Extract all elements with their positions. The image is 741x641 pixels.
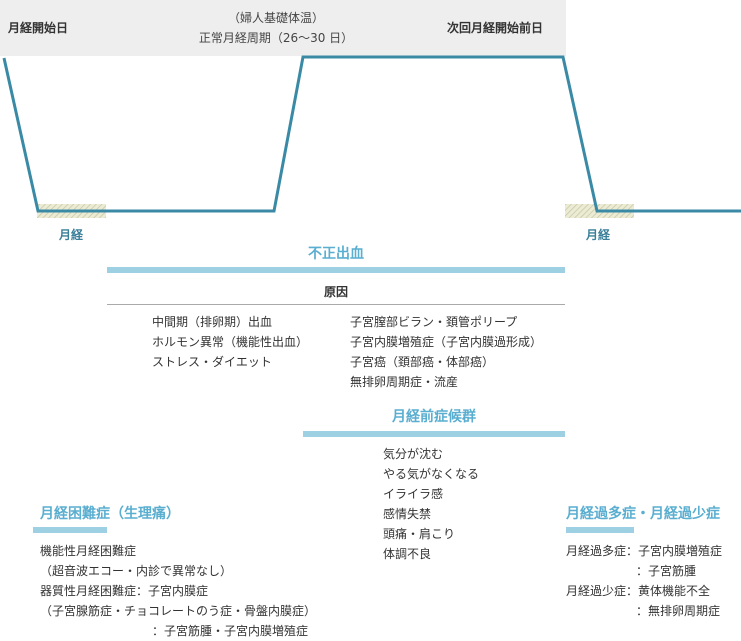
temperature-curve-diagram [2, 55, 741, 218]
list-item: （超音波エコー・内診で異常なし） [40, 564, 233, 578]
list-item: 中間期（排卵期）出血 [152, 315, 273, 329]
next-cycle-label: 次回月経開始前日 [447, 21, 544, 35]
pms-title: 月経前症候群 [392, 409, 476, 425]
dysmenorrhea-title: 月経困難症（生理痛） [40, 506, 180, 522]
list-item: ：無排卵周期症 [636, 604, 721, 618]
irregular-bleeding-title: 不正出血 [308, 246, 364, 262]
causes-right-list: 子宮膣部ビラン・頚管ポリープ 子宮内膜増殖症（子宮内膜過形成） 子宮癌（頚部癌・… [350, 312, 542, 392]
list-item: 月経過少症：黄体機能不全 [566, 584, 711, 598]
list-item: 月経過多症：子宮内膜増殖症 [566, 544, 723, 558]
cause-divider [107, 304, 565, 305]
normal-cycle-label: 正常月経周期（26〜30 日） [198, 31, 354, 45]
temperature-curve [2, 55, 741, 213]
menstruation-label-2: 月経 [586, 228, 611, 242]
list-item: ストレス・ダイエット [152, 355, 272, 369]
list-item: 体調不良 [383, 547, 432, 561]
list-item: イライラ感 [383, 487, 444, 501]
hypermenorrhea-list: 月経過多症：子宮内膜増殖症 ：子宮筋腫 月経過少症：黄体機能不全 ：無排卵周期症 [566, 541, 722, 621]
list-item: 子宮膣部ビラン・頚管ポリープ [350, 315, 518, 329]
list-item: 無排卵周期症・流産 [350, 375, 459, 389]
list-item: ホルモン異常（機能性出血） [152, 335, 309, 349]
list-item: （子宮腺筋症・チョコレートのう症・骨盤内膜症） [40, 604, 317, 618]
list-item: 感情失禁 [383, 507, 432, 521]
dysmenorrhea-list: 機能性月経困難症 （超音波エコー・内診で異常なし） 器質性月経困難症：子宮内膜症… [40, 541, 316, 641]
list-item: ：子宮筋腫・子宮内膜増殖症 [152, 624, 309, 638]
list-item: 器質性月経困難症：子宮内膜症 [40, 584, 209, 598]
hypermenorrhea-title: 月経過多症・月経過少症 [566, 506, 720, 522]
pms-symptom-list: 気分が沈む やる気がなくなる イライラ感 感情失禁 頭痛・肩こり 体調不良 [383, 444, 479, 564]
bbt-label: （婦人基礎体温） [227, 11, 324, 25]
list-item: 頭痛・肩こり [383, 527, 456, 541]
header-band [0, 0, 566, 56]
list-item: 子宮癌（頚部癌・体部癌） [350, 355, 495, 369]
cycle-start-label: 月経開始日 [8, 21, 69, 35]
causes-left-list: 中間期（排卵期）出血 ホルモン異常（機能性出血） ストレス・ダイエット [152, 312, 308, 372]
list-item: 子宮内膜増殖症（子宮内膜過形成） [350, 335, 543, 349]
menstruation-label-1: 月経 [59, 228, 84, 242]
list-item: 気分が沈む [383, 447, 444, 461]
irregular-bleeding-bar [107, 267, 565, 273]
cause-heading: 原因 [323, 285, 348, 299]
list-item: 機能性月経困難症 [40, 544, 137, 558]
hypermenorrhea-bar [566, 527, 634, 533]
pms-bar [303, 431, 565, 437]
list-item: やる気がなくなる [383, 467, 480, 481]
list-item: ：子宮筋腫 [636, 564, 697, 578]
dysmenorrhea-bar [33, 527, 107, 533]
